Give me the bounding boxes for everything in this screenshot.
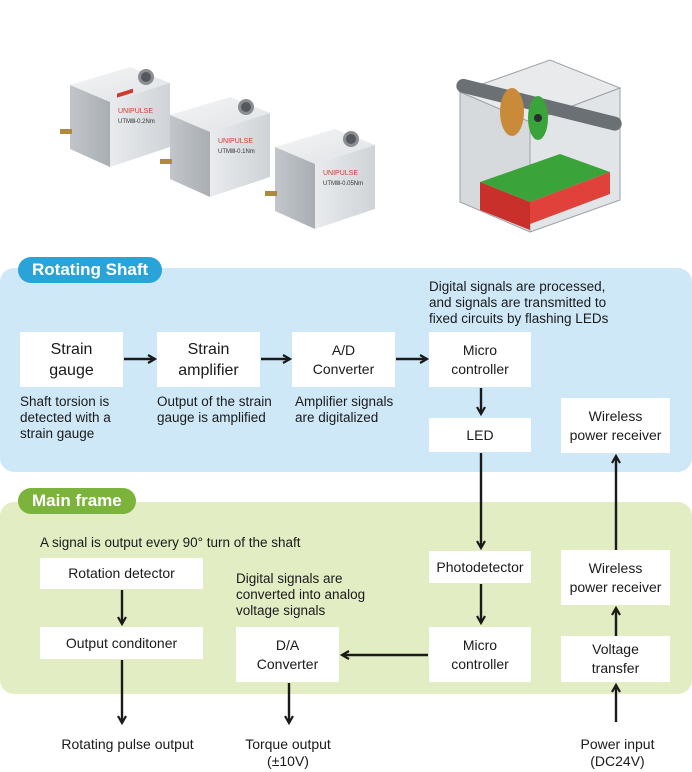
rotating-shaft-tag: Rotating Shaft [18, 257, 163, 283]
brand-label: UNIPULSE [118, 108, 153, 115]
rotating-pulse-output-label: Rotating pulse output [61, 736, 194, 752]
cutaway-illustration [456, 59, 622, 233]
torque-output-label: Torque output (±10V) [245, 736, 331, 769]
model-label: UTMⅢ-0.05Nm [323, 181, 363, 187]
output-conditioner-box: Output conditoner [40, 627, 203, 659]
sensor-unit-2: UNIPULSE UTMⅢ-0.1Nm [160, 97, 270, 197]
micro-controller-box-rotating: Micro controller [429, 332, 531, 387]
wireless-receiver-box-rotating: Wireless power receiver [561, 398, 670, 453]
brand-label: UNIPULSE [218, 138, 253, 145]
led-box: LED [429, 418, 531, 452]
photodetector-box: Photodetector [429, 551, 531, 583]
note-converter: Amplifier signals are digitalized [295, 394, 394, 425]
sensor-unit-1: UNIPULSE UTMⅢ-0.2Nm [60, 67, 170, 167]
da-converter-box: D/A Converter [236, 627, 339, 682]
micro-controller-box-main: Micro controller [429, 627, 531, 682]
main-frame-tag: Main frame [18, 488, 136, 514]
strain-amplifier-box: Strain amplifier [157, 332, 260, 387]
brand-label: UNIPULSE [323, 170, 358, 177]
note-strain-gauge: Shaft torsion is detected with a strain … [20, 394, 111, 441]
product-sensors-image: UNIPULSE UTMⅢ-0.2Nm UNIPULSE UTMⅢ-0.1Nm … [60, 67, 375, 229]
power-input-label: Power input (DC24V) [580, 736, 655, 769]
ad-converter-box: A/D Converter [292, 332, 395, 387]
rotation-detector-box: Rotation detector [40, 558, 203, 589]
model-label: UTMⅢ-0.1Nm [218, 149, 255, 155]
model-label: UTMⅢ-0.2Nm [118, 119, 155, 125]
note-90-degree: A signal is output every 90° turn of the… [40, 535, 301, 550]
note-amplifier: Output of the strain gauge is amplified [157, 394, 272, 425]
wireless-receiver-box-main: Wireless power receiver [561, 550, 670, 605]
sensor-unit-3: UNIPULSE UTMⅢ-0.05Nm [265, 129, 375, 229]
voltage-transfer-box: Voltage transfer [561, 636, 670, 682]
note-analog: Digital signals are converted into analo… [236, 571, 366, 618]
note-leds: Digital signals are processed, and signa… [429, 279, 609, 326]
strain-gauge-box: Strain gauge [20, 332, 123, 387]
